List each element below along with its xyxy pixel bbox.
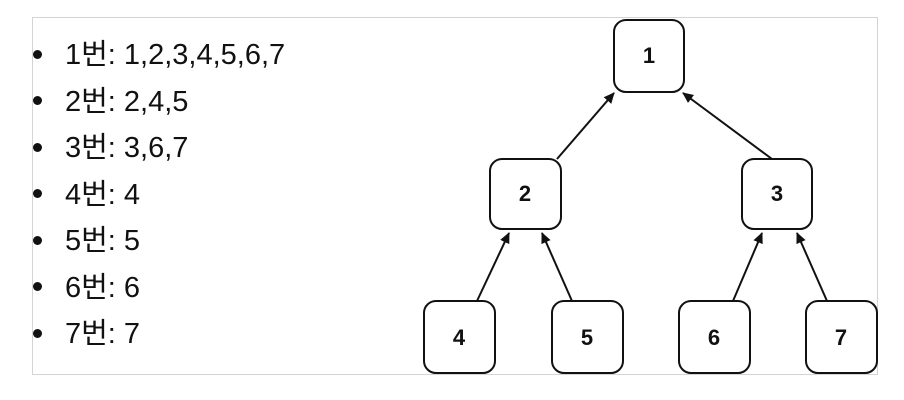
node-label: 1 xyxy=(643,43,655,68)
edge-7-to-3 xyxy=(796,232,828,302)
tree-node-1: 1 xyxy=(613,19,685,93)
list-item-text: 1번: 1,2,3,4,5,6,7 xyxy=(65,39,286,71)
tree-node-6: 6 xyxy=(678,300,751,374)
tree-node-2: 2 xyxy=(489,158,562,230)
edge-6-to-3 xyxy=(732,232,763,302)
node-label: 6 xyxy=(708,325,720,350)
edge-4-to-2 xyxy=(476,232,510,302)
tree-edges xyxy=(476,92,828,302)
node-label: 3 xyxy=(771,181,783,206)
bullet-icon xyxy=(33,96,42,106)
list-item: 2번: 2,4,5 xyxy=(33,79,285,126)
list-item-text: 7번: 7 xyxy=(65,318,141,350)
node-label: 4 xyxy=(453,325,466,350)
tree-node-4: 4 xyxy=(423,300,496,374)
list-item: 3번: 3,6,7 xyxy=(33,125,285,172)
list-item: 6번: 6 xyxy=(33,265,285,312)
bullet-icon xyxy=(33,49,42,59)
list-item: 4번: 4 xyxy=(33,172,285,219)
edge-5-to-2 xyxy=(541,232,573,302)
subtree-list: 1번: 1,2,3,4,5,6,7 2번: 2,4,5 3번: 3,6,7 4번… xyxy=(33,32,285,358)
bullet-icon xyxy=(33,142,42,152)
list-item-text: 4번: 4 xyxy=(65,178,141,211)
node-box xyxy=(741,158,813,230)
node-label: 7 xyxy=(835,325,847,350)
node-box xyxy=(678,300,751,374)
bullet-icon xyxy=(33,328,42,338)
list-item: 5번: 5 xyxy=(33,218,285,265)
list-item-text: 2번: 2,4,5 xyxy=(65,85,189,118)
bullet-icon xyxy=(33,235,42,245)
list-item: 1번: 1,2,3,4,5,6,7 xyxy=(33,32,285,79)
node-box xyxy=(613,19,685,93)
list-item-text: 6번: 6 xyxy=(65,271,141,304)
node-label: 5 xyxy=(581,325,593,350)
node-box xyxy=(423,300,496,374)
tree-node-7: 7 xyxy=(805,300,878,374)
node-box xyxy=(805,300,878,374)
edge-3-to-1 xyxy=(682,92,773,160)
list-item-text: 5번: 5 xyxy=(65,225,141,257)
node-box xyxy=(551,300,624,374)
tree-node-3: 3 xyxy=(741,158,813,230)
bullet-icon xyxy=(33,189,42,199)
list-item-text: 3번: 3,6,7 xyxy=(65,132,189,164)
node-box xyxy=(489,158,562,230)
tree-node-5: 5 xyxy=(551,300,624,374)
list-item: 7번: 7 xyxy=(33,311,285,358)
node-label: 2 xyxy=(519,181,531,206)
bullet-icon xyxy=(33,282,42,292)
edge-2-to-1 xyxy=(556,92,615,160)
